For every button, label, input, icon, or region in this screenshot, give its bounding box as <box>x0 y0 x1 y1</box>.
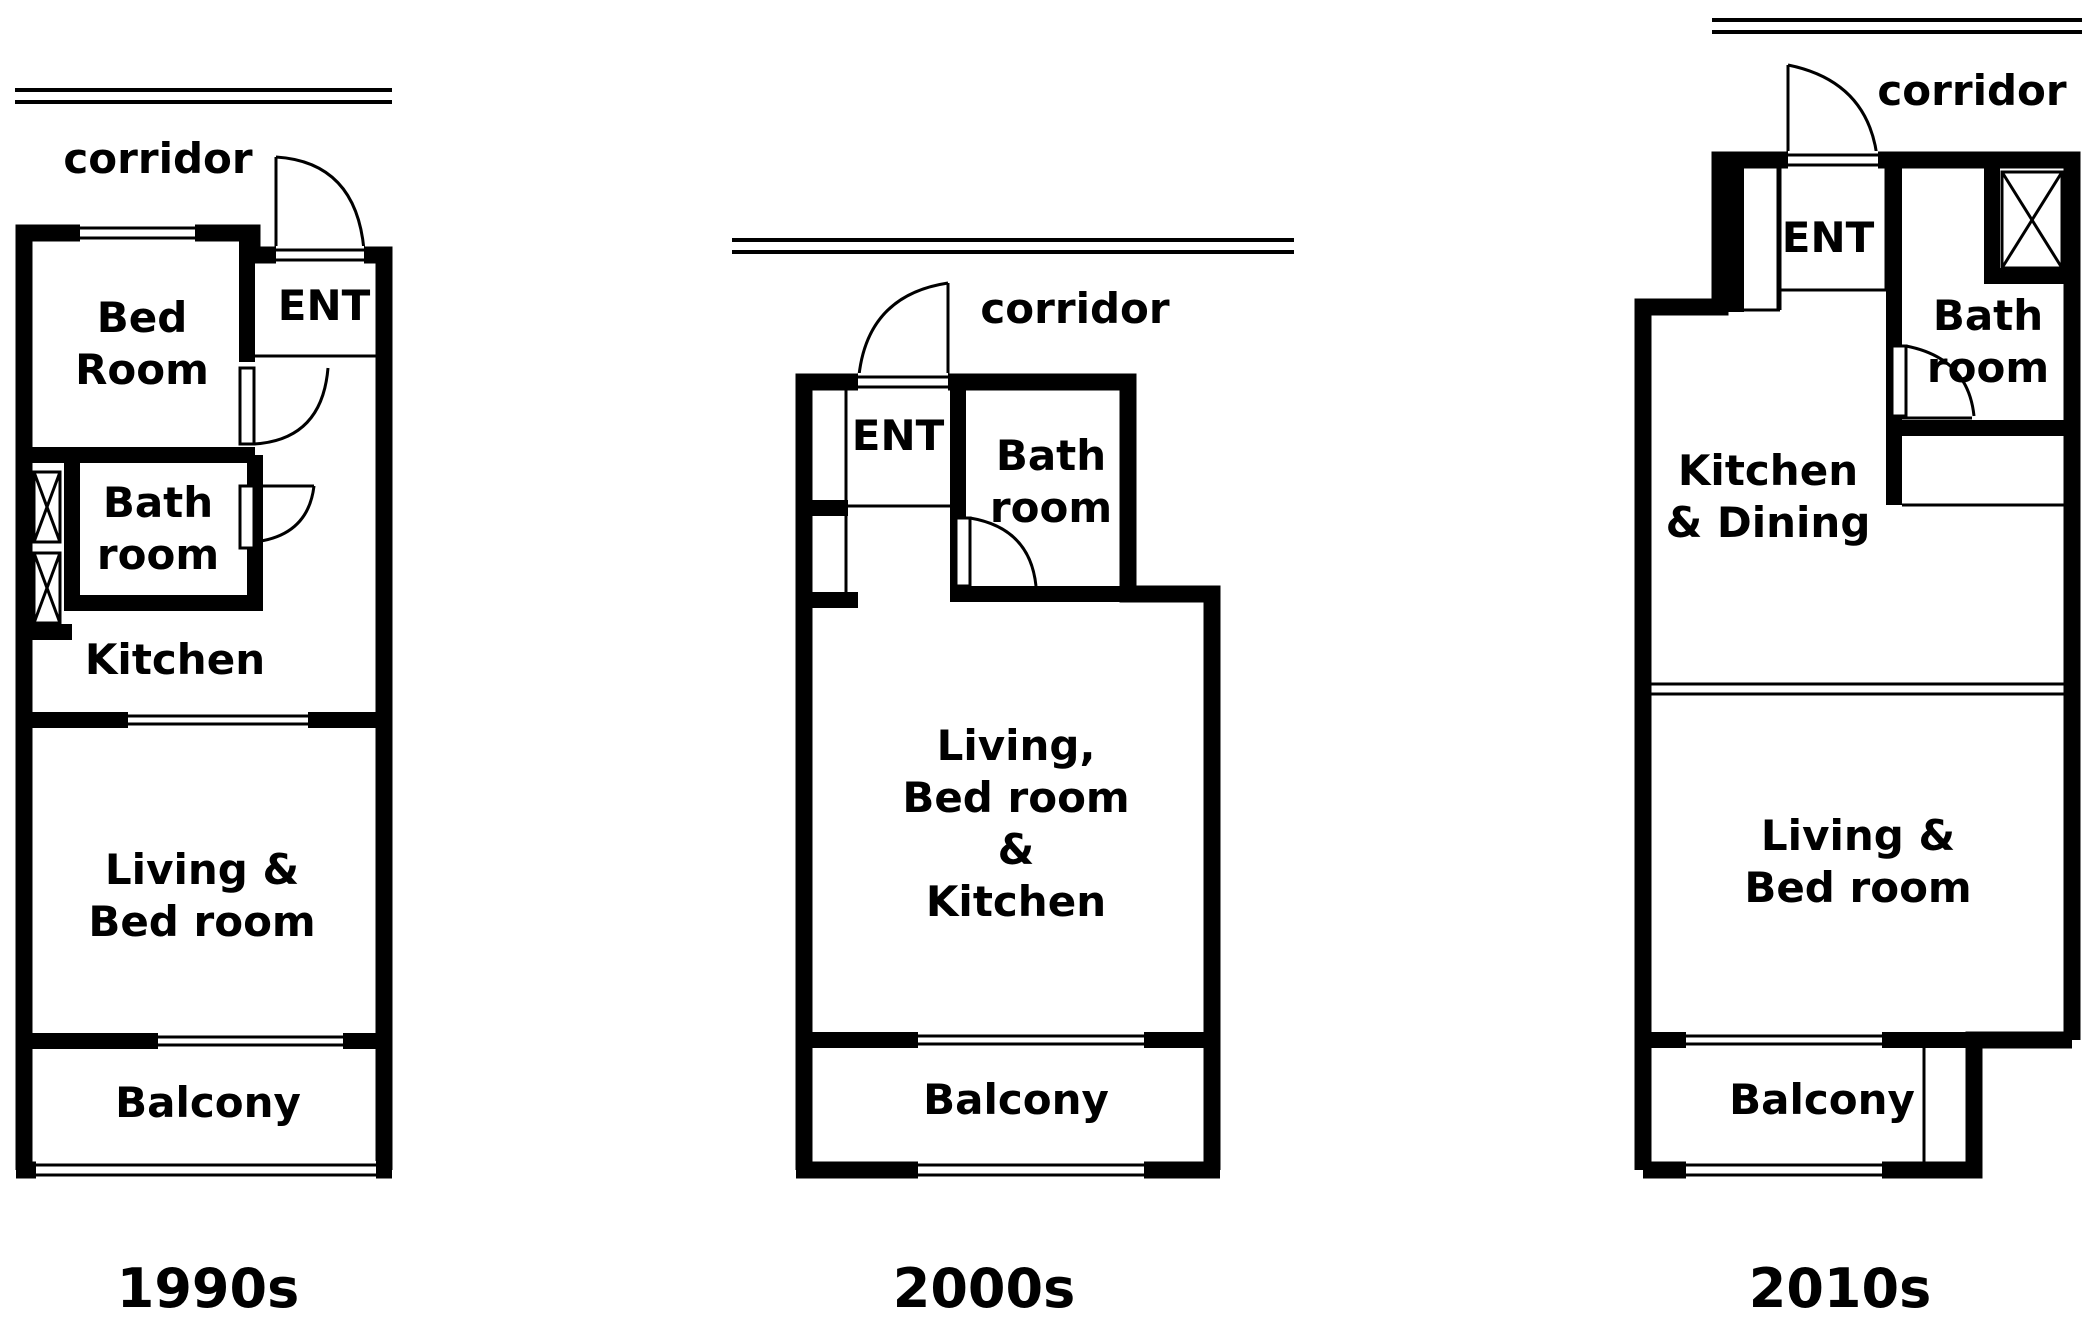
ent-label-1990s: ENT <box>278 281 371 330</box>
living-label-line2-1990s: Bed room <box>88 897 315 946</box>
bathroom-door-2000s <box>954 516 1038 588</box>
corridor-wall-1990s <box>15 88 392 104</box>
plan-2000s: corridor <box>732 238 1294 1320</box>
plan-2010s: corridor <box>1634 18 2082 1320</box>
corridor-label-2000s: corridor <box>980 284 1169 333</box>
bath-room-label-line1-1990s: Bath <box>103 478 213 527</box>
interior-windows-2000s <box>918 1032 1144 1048</box>
corridor-wall-2010s <box>1712 18 2082 34</box>
entrance-door-1990s <box>274 155 366 251</box>
kitchen-label-1990s: Kitchen <box>85 635 265 684</box>
interior-windows-1990s <box>128 712 343 1049</box>
kitchen-dining-label-line1-2010s: Kitchen <box>1678 446 1858 495</box>
entrance-door-2010s <box>1786 63 1880 167</box>
bed-room-label-line2-1990s: Room <box>75 345 209 394</box>
balcony-label-1990s: Balcony <box>115 1078 301 1127</box>
bath-room-label-line2-2000s: room <box>990 483 1112 532</box>
corridor-label-2010s: corridor <box>1877 66 2066 115</box>
living-label-line1-2000s: Living, <box>937 721 1096 770</box>
interior-walls-2000s <box>796 382 1220 1048</box>
bath-room-label-line1-2010s: Bath <box>1933 291 2043 340</box>
windows-2010s <box>1686 151 1882 1179</box>
ent-label-2000s: ENT <box>852 411 945 460</box>
kitchen-dining-label-line2-2010s: & Dining <box>1666 498 1871 547</box>
living-label-line3-2000s: & <box>998 825 1035 874</box>
ent-label-2010s: ENT <box>1782 213 1875 262</box>
corridor-wall-2000s <box>732 238 1294 254</box>
bathroom-door-1990s <box>238 484 316 550</box>
living-label-line2-2010s: Bed room <box>1744 863 1971 912</box>
entrance-door-2000s <box>856 281 950 389</box>
living-label-line4-2000s: Kitchen <box>926 877 1106 926</box>
living-label-line1-2010s: Living & <box>1761 811 1955 860</box>
living-label-line1-1990s: Living & <box>105 845 299 894</box>
decade-label-1990s: 1990s <box>117 1257 299 1320</box>
balcony-label-2000s: Balcony <box>923 1075 1109 1124</box>
thin-partitions-2010s <box>1651 168 2064 1162</box>
bathroom-door-2010s <box>1890 344 1976 418</box>
plan-1990s: corridor <box>15 88 393 1320</box>
bath-room-label-line2-1990s: room <box>97 530 219 579</box>
interior-windows-2010s <box>1686 1032 1882 1048</box>
bath-room-label-line2-2010s: room <box>1927 343 2049 392</box>
decade-label-2010s: 2010s <box>1749 1257 1931 1320</box>
storage-closets-1990s <box>32 470 62 625</box>
storage-closet-2010s <box>2000 170 2064 270</box>
balcony-label-2010s: Balcony <box>1729 1075 1915 1124</box>
living-label-line2-2000s: Bed room <box>902 773 1129 822</box>
ent-partition-2000s <box>844 390 958 592</box>
decade-label-2000s: 2000s <box>893 1257 1075 1320</box>
corridor-label-1990s: corridor <box>63 134 252 183</box>
bedroom-door-1990s <box>238 366 330 446</box>
windows-1990s <box>36 224 376 1179</box>
windows-2000s <box>858 373 1144 1179</box>
bed-room-label-line1-1990s: Bed <box>97 293 188 342</box>
bath-room-label-line1-2000s: Bath <box>996 431 1106 480</box>
